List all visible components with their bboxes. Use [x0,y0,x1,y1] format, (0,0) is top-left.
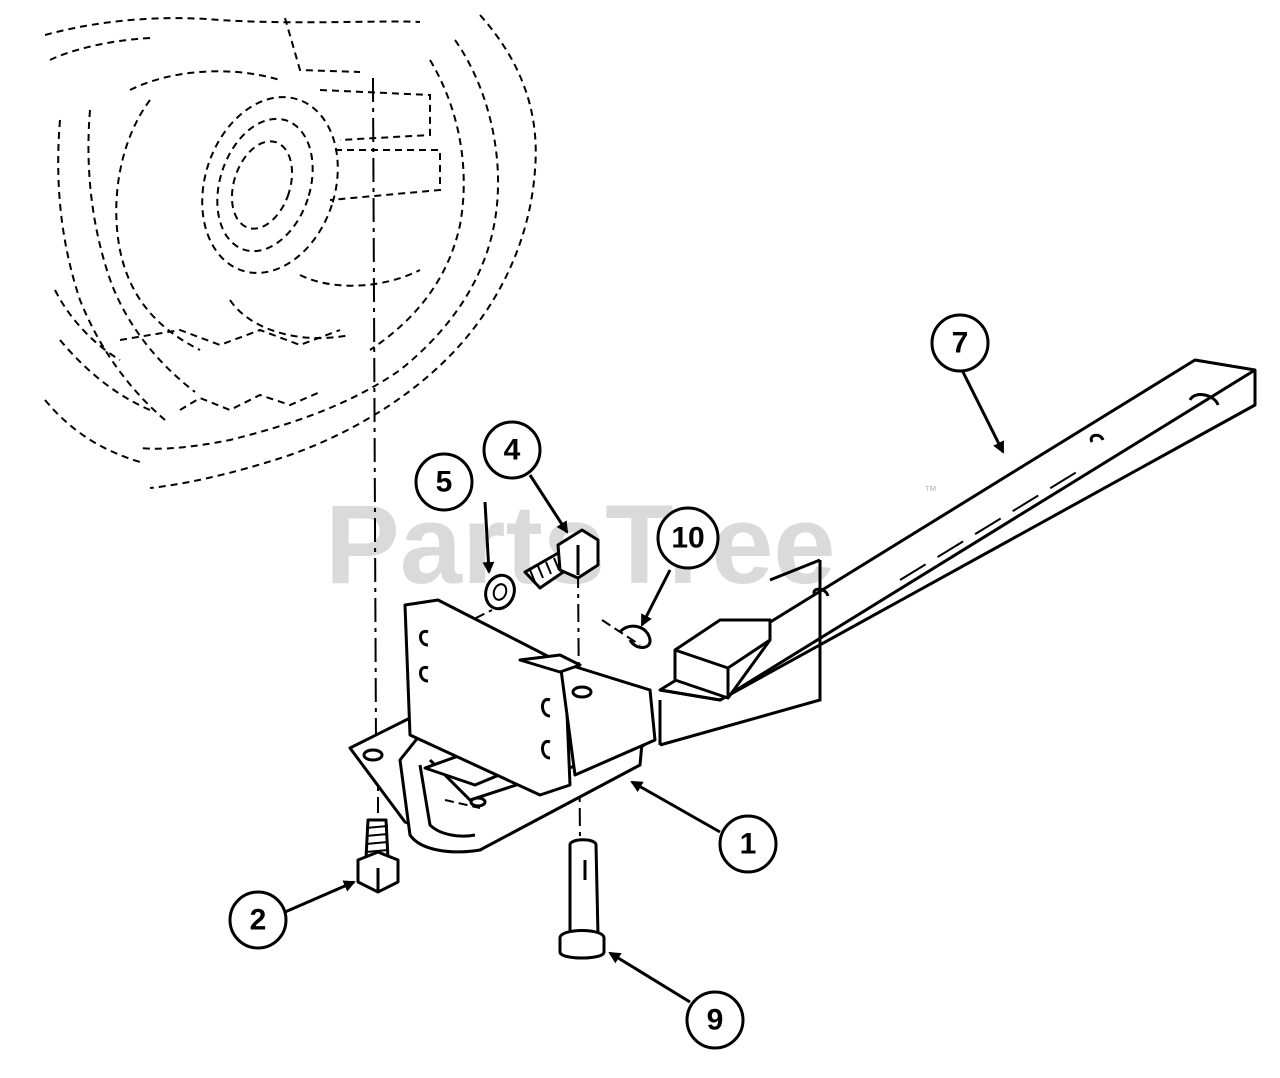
bolt-part [523,528,600,590]
capscrew-part [356,818,400,894]
callout-7[interactable]: 7 [930,313,990,373]
callout-1-label: 1 [740,828,757,861]
callout-5-label: 5 [436,466,453,499]
tractor-wheel-phantom [44,14,537,489]
callout-9-label: 9 [707,1004,724,1037]
callout-4[interactable]: 4 [482,420,542,480]
callout-5[interactable]: 5 [414,452,474,512]
clip-part [618,624,652,649]
washer-part [484,573,516,611]
drawbar [658,358,1257,747]
leader-lines [284,369,1005,1004]
callout-2[interactable]: 2 [228,890,288,950]
callout-9[interactable]: 9 [685,990,745,1050]
hitch-pin-part [558,838,606,960]
watermark-trademark: ™ [924,483,937,498]
hitch-bracket [348,598,657,854]
callout-1[interactable]: 1 [718,814,778,874]
callout-7-label: 7 [952,327,969,360]
callout-2-label: 2 [250,904,267,937]
callout-4-label: 4 [504,434,521,467]
callout-10[interactable]: 10 [656,506,720,570]
callout-10-label: 10 [671,522,704,555]
